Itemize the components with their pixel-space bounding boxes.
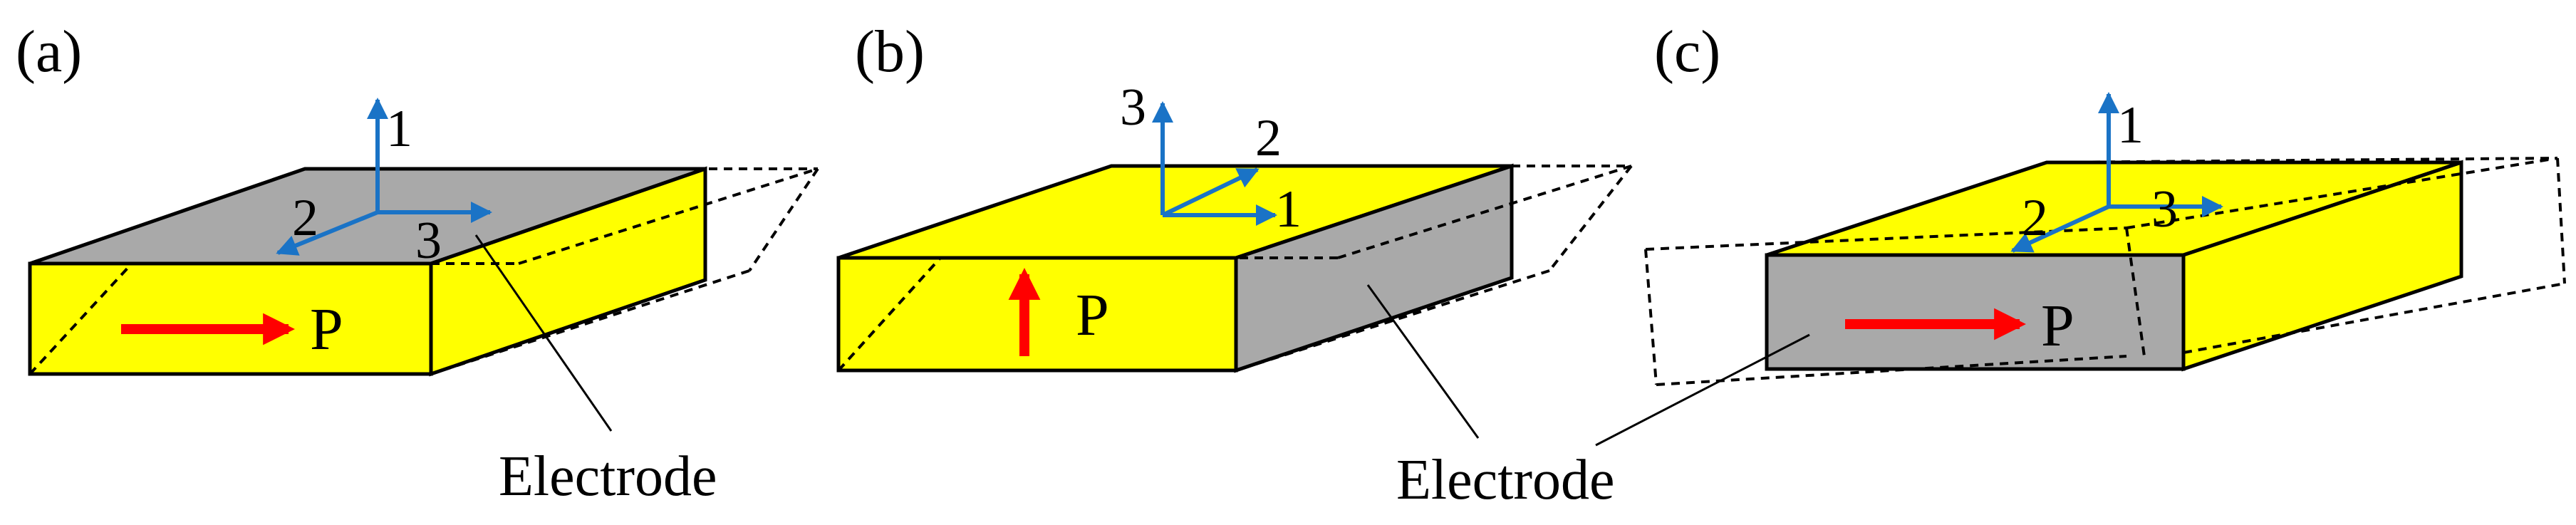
panel-b-polarization-label: P (1076, 282, 1109, 348)
panel-b-side-electrode (1234, 163, 1514, 373)
panel-c-axis-left-label: 2 (2022, 189, 2048, 247)
panel-a-front-face (28, 261, 433, 376)
panel-c-front-electrode (1765, 253, 2186, 371)
panel-c-label: (c) (1654, 19, 1720, 85)
panel-b-deformed-outline (837, 165, 1633, 372)
panel-c-axis-up-label: 1 (2117, 96, 2144, 155)
panel-c-deformed-outline (1644, 157, 2566, 386)
panel-c-electrode-leader (1595, 333, 1810, 447)
panel-b-axes (1152, 101, 1277, 226)
panel-a: (a) 1 2 3 P Electrode (16, 19, 819, 508)
panel-a-side-face (429, 166, 707, 377)
panel-c-polarization-label: P (2041, 293, 2074, 359)
panel-a-label: (a) (16, 19, 82, 85)
panel-c-axes (2010, 92, 2223, 253)
panel-a-axes (276, 98, 492, 256)
panel-b-front-face (836, 256, 1238, 373)
panel-b-label: (b) (855, 19, 925, 85)
panel-c: (c) 1 2 3 P (1595, 19, 2566, 447)
panel-b: (b) 3 2 1 P Electrode (836, 19, 1633, 511)
panel-a-electrode-label: Electrode (499, 445, 717, 508)
panel-a-axis-up-label: 1 (386, 100, 412, 158)
panel-a-electrode-leader (474, 234, 613, 432)
panel-a-axis-left-label: 2 (292, 189, 318, 247)
panel-a-axis-right-label: 3 (415, 212, 442, 270)
panel-b-electrode-leader (1366, 284, 1480, 439)
panel-c-axis-right-label: 3 (2151, 180, 2178, 239)
panel-b-axis-right-label: 1 (1275, 180, 1302, 239)
panel-a-deformed-outline (28, 167, 819, 375)
panel-b-axis-diag-label: 2 (1255, 109, 1282, 167)
panel-b-electrode-label: Electrode (1396, 449, 1614, 511)
panel-b-axis-up-label: 3 (1120, 78, 1146, 137)
panel-a-polarization-label: P (310, 296, 343, 363)
